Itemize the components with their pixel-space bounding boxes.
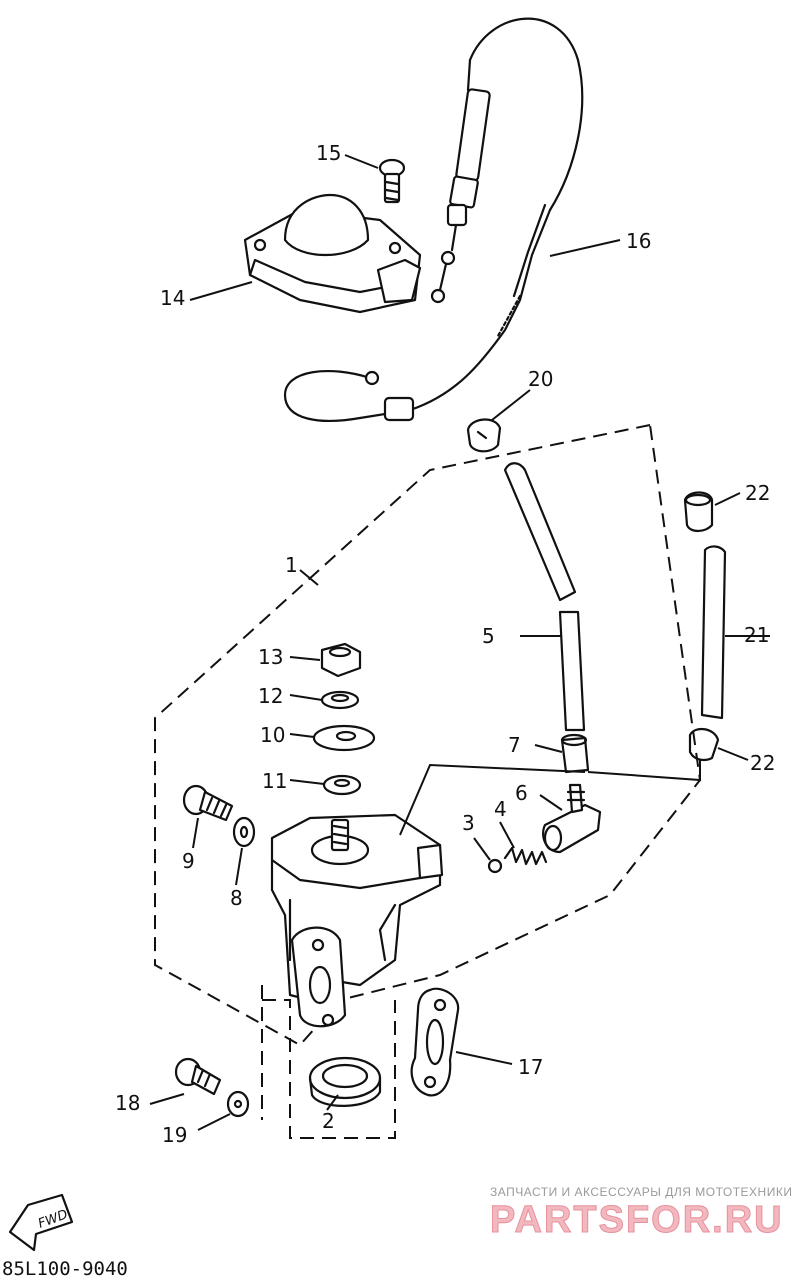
callout-2: 2 [322,1109,335,1133]
callout-9: 9 [182,849,195,873]
callout-18: 18 [115,1091,140,1115]
bolt-9 [182,784,234,822]
callout-5: 5 [482,624,495,648]
callout-4: 4 [494,797,507,821]
watermark-tagline: ЗАПЧАСТИ И АКСЕССУАРЫ ДЛЯ МОТОТЕХНИКИ [490,1185,792,1199]
callout-17: 17 [518,1055,543,1079]
hose-clip-22-top [683,491,714,533]
washer-12 [320,690,360,710]
washer-19 [226,1090,250,1118]
hose-clip-20 [466,418,502,453]
callout-11: 11 [262,769,287,793]
callout-3: 3 [462,811,475,835]
seal-group-outline [261,985,396,1139]
fitting-7 [560,733,590,774]
callout-7: 7 [508,733,521,757]
oil-hose-21 [700,545,727,720]
oil-hose-5 [503,462,586,732]
callout-22a: 22 [745,481,770,505]
callout-6: 6 [515,781,528,805]
washer-11 [322,774,362,796]
throttle-cable [283,17,584,422]
callout-21: 21 [744,623,769,647]
callout-14: 14 [160,286,185,310]
callout-10: 10 [260,723,285,747]
washer-8 [232,816,256,848]
bolt-18 [174,1057,222,1096]
oil-seal-2 [308,1056,382,1107]
oil-pump-body [270,813,444,1028]
callout-13: 13 [258,645,283,669]
callout-15: 15 [316,141,341,165]
callout-8: 8 [230,886,243,910]
washer-10 [312,724,376,752]
callout-16: 16 [626,229,651,253]
check-ball-3 [487,858,503,874]
hose-clip-22-bottom [688,727,720,762]
callout-12: 12 [258,684,283,708]
watermark-brand: PARTSFOR.RU [490,1199,784,1241]
spring-4 [503,846,548,866]
callout-20: 20 [528,367,553,391]
callout-19: 19 [162,1123,187,1147]
forward-arrow-icon [8,1193,74,1252]
diagram-code: 85L100-9040 [2,1258,128,1280]
callout-22b: 22 [750,751,775,775]
gasket-17 [410,987,460,1097]
pump-cover [243,193,422,314]
cover-screw [378,158,406,204]
nut-13 [320,642,362,678]
pump-assembly-outline [154,424,702,1047]
callout-1: 1 [285,553,298,577]
plunger-6 [542,783,602,854]
leader-lines [149,154,770,1131]
